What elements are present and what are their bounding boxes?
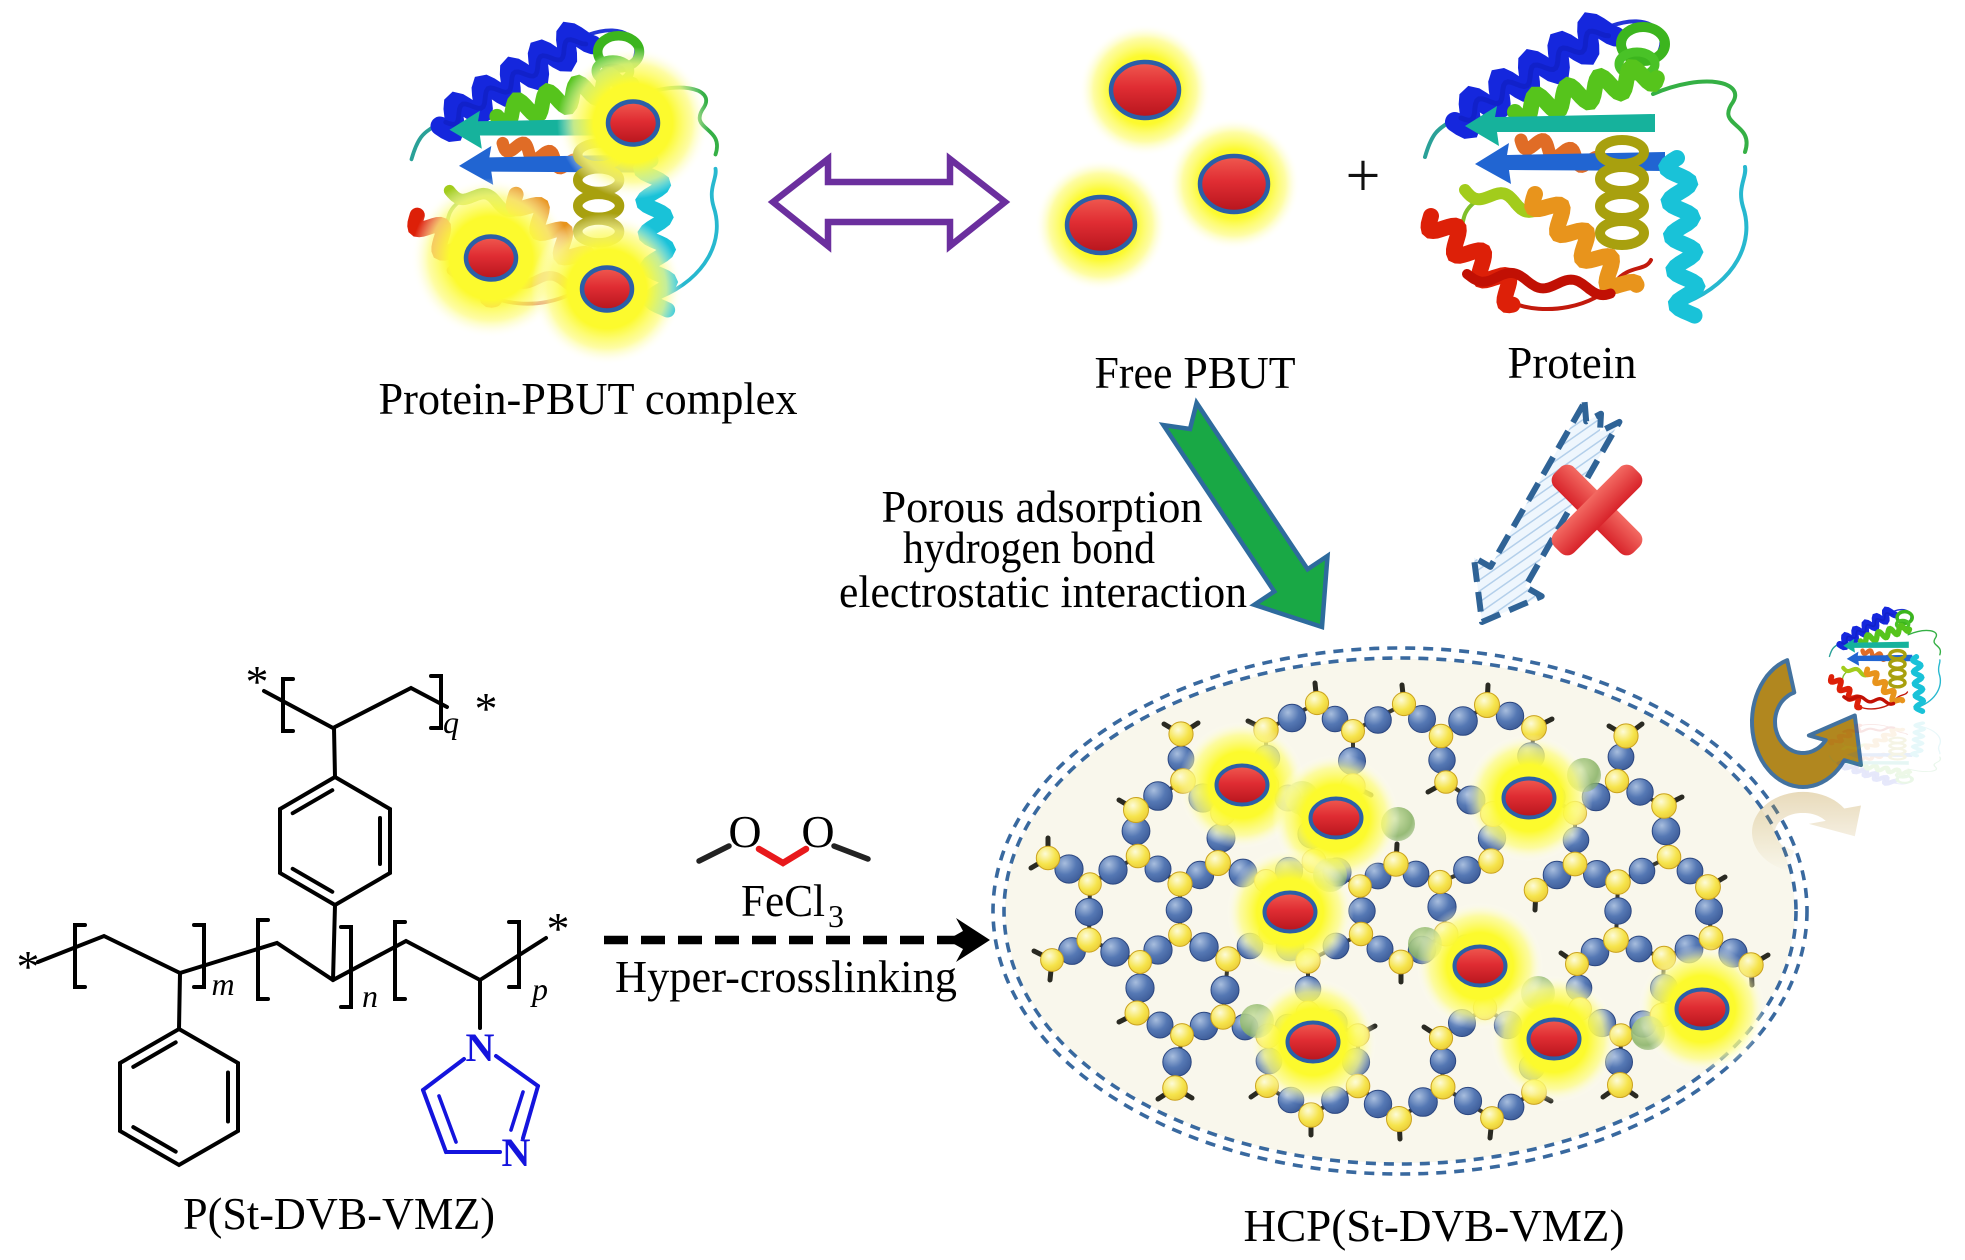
svg-text:N: N [466,1025,495,1070]
svg-text:HCP(St-DVB-VMZ): HCP(St-DVB-VMZ) [1244,1200,1625,1251]
svg-text:hydrogen bond: hydrogen bond [903,522,1155,573]
svg-text:FeCl: FeCl [741,875,825,926]
svg-text:m: m [211,966,234,1002]
svg-text:Protein: Protein [1508,337,1637,388]
svg-text:N: N [502,1130,531,1175]
svg-text:*: * [17,941,40,992]
svg-text:+: + [1346,142,1381,210]
svg-text:q: q [443,704,459,740]
svg-text:*: * [475,683,498,734]
svg-text:n: n [362,978,378,1014]
svg-text:Porous adsorption: Porous adsorption [882,481,1203,532]
svg-text:*: * [246,656,269,707]
svg-text:Protein-PBUT complex: Protein-PBUT complex [379,373,798,424]
svg-text:electrostatic interaction: electrostatic interaction [839,566,1247,617]
svg-text:Hyper-crosslinking: Hyper-crosslinking [615,951,957,1002]
svg-text:3: 3 [828,898,844,934]
svg-text:p: p [530,971,548,1007]
svg-text:*: * [547,903,570,954]
svg-text:P(St-DVB-VMZ): P(St-DVB-VMZ) [183,1188,495,1239]
svg-text:Free PBUT: Free PBUT [1095,347,1296,398]
